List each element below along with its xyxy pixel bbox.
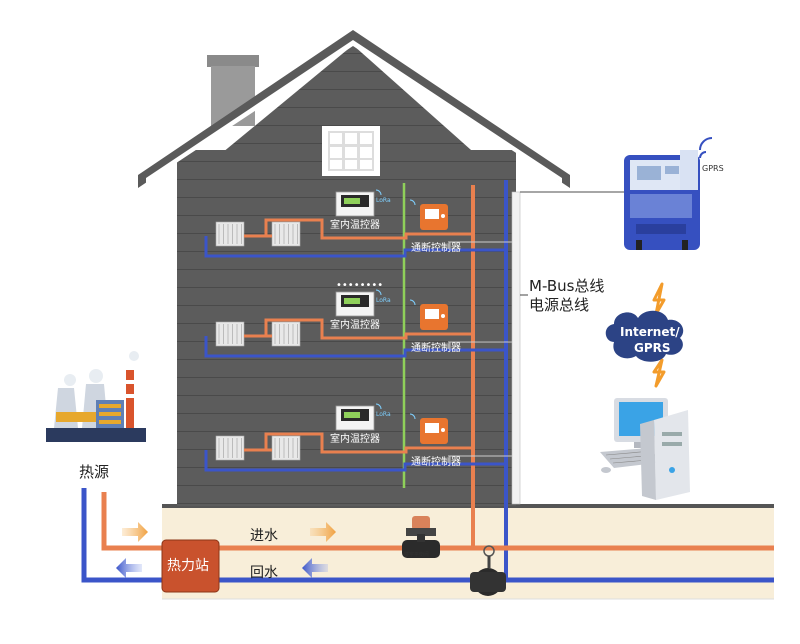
underground-pipes xyxy=(81,488,774,583)
power-plant-icon xyxy=(46,351,146,442)
computer-icon xyxy=(600,398,690,500)
bus-cables xyxy=(511,191,625,505)
thermostat-label: 室内温控器 xyxy=(330,432,380,445)
device-gprs-label: GPRS xyxy=(702,164,724,173)
radiator-left xyxy=(215,321,245,347)
valve-label: 楼宇平衡阀 xyxy=(404,551,429,558)
controller-label: 通断控制器 xyxy=(411,241,461,254)
onoff-controller xyxy=(409,299,448,330)
supply-water-label: 进水 xyxy=(250,528,278,544)
heat-station-label: 热力站 xyxy=(167,558,209,574)
radiator-right xyxy=(271,321,301,347)
onoff-controller xyxy=(409,413,448,444)
internet-cloud xyxy=(605,282,684,388)
cloud-gprs-label: GPRS xyxy=(634,341,671,355)
thermostat-label: 室内温控器 xyxy=(330,218,380,231)
room-thermostat: LoRa xyxy=(335,289,391,317)
pressure-valve xyxy=(470,545,506,596)
controller-label: 通断控制器 xyxy=(411,341,461,354)
room-thermostat: LoRa xyxy=(335,189,391,217)
svg-text:LoRa: LoRa xyxy=(376,197,391,204)
return-water-label: 回水 xyxy=(250,565,278,581)
flow-arrows xyxy=(116,522,336,578)
mbus-label: M-Bus总线 xyxy=(529,277,604,295)
heat-source-label: 热源 xyxy=(79,463,109,481)
wifi-icon xyxy=(699,137,713,159)
floor-separator-dots: •••••••• xyxy=(336,280,383,291)
svg-text:LoRa: LoRa xyxy=(376,411,391,418)
labels: M-Bus总线 电源总线 热源 热力站 进水 回水 Internet/ GPRS… xyxy=(79,164,724,581)
svg-text:LoRa: LoRa xyxy=(376,297,391,304)
heat-station xyxy=(161,539,220,593)
internet-label: Internet/ xyxy=(620,325,680,339)
onoff-controller xyxy=(409,199,448,230)
ground xyxy=(162,504,774,600)
power-bus-label: 电源总线 xyxy=(529,296,589,314)
room-thermostat: LoRa xyxy=(335,403,391,431)
attic-window xyxy=(322,126,380,176)
balance-valve xyxy=(402,516,440,558)
radiator-left xyxy=(215,435,245,461)
radiator-right xyxy=(271,435,301,461)
controller-label: 通断控制器 xyxy=(411,455,461,468)
radiator-right xyxy=(271,221,301,247)
radiator-left xyxy=(215,221,245,247)
thermostat-label: 室内温控器 xyxy=(330,318,380,331)
risers xyxy=(402,180,508,580)
concentrator-device xyxy=(624,150,700,250)
